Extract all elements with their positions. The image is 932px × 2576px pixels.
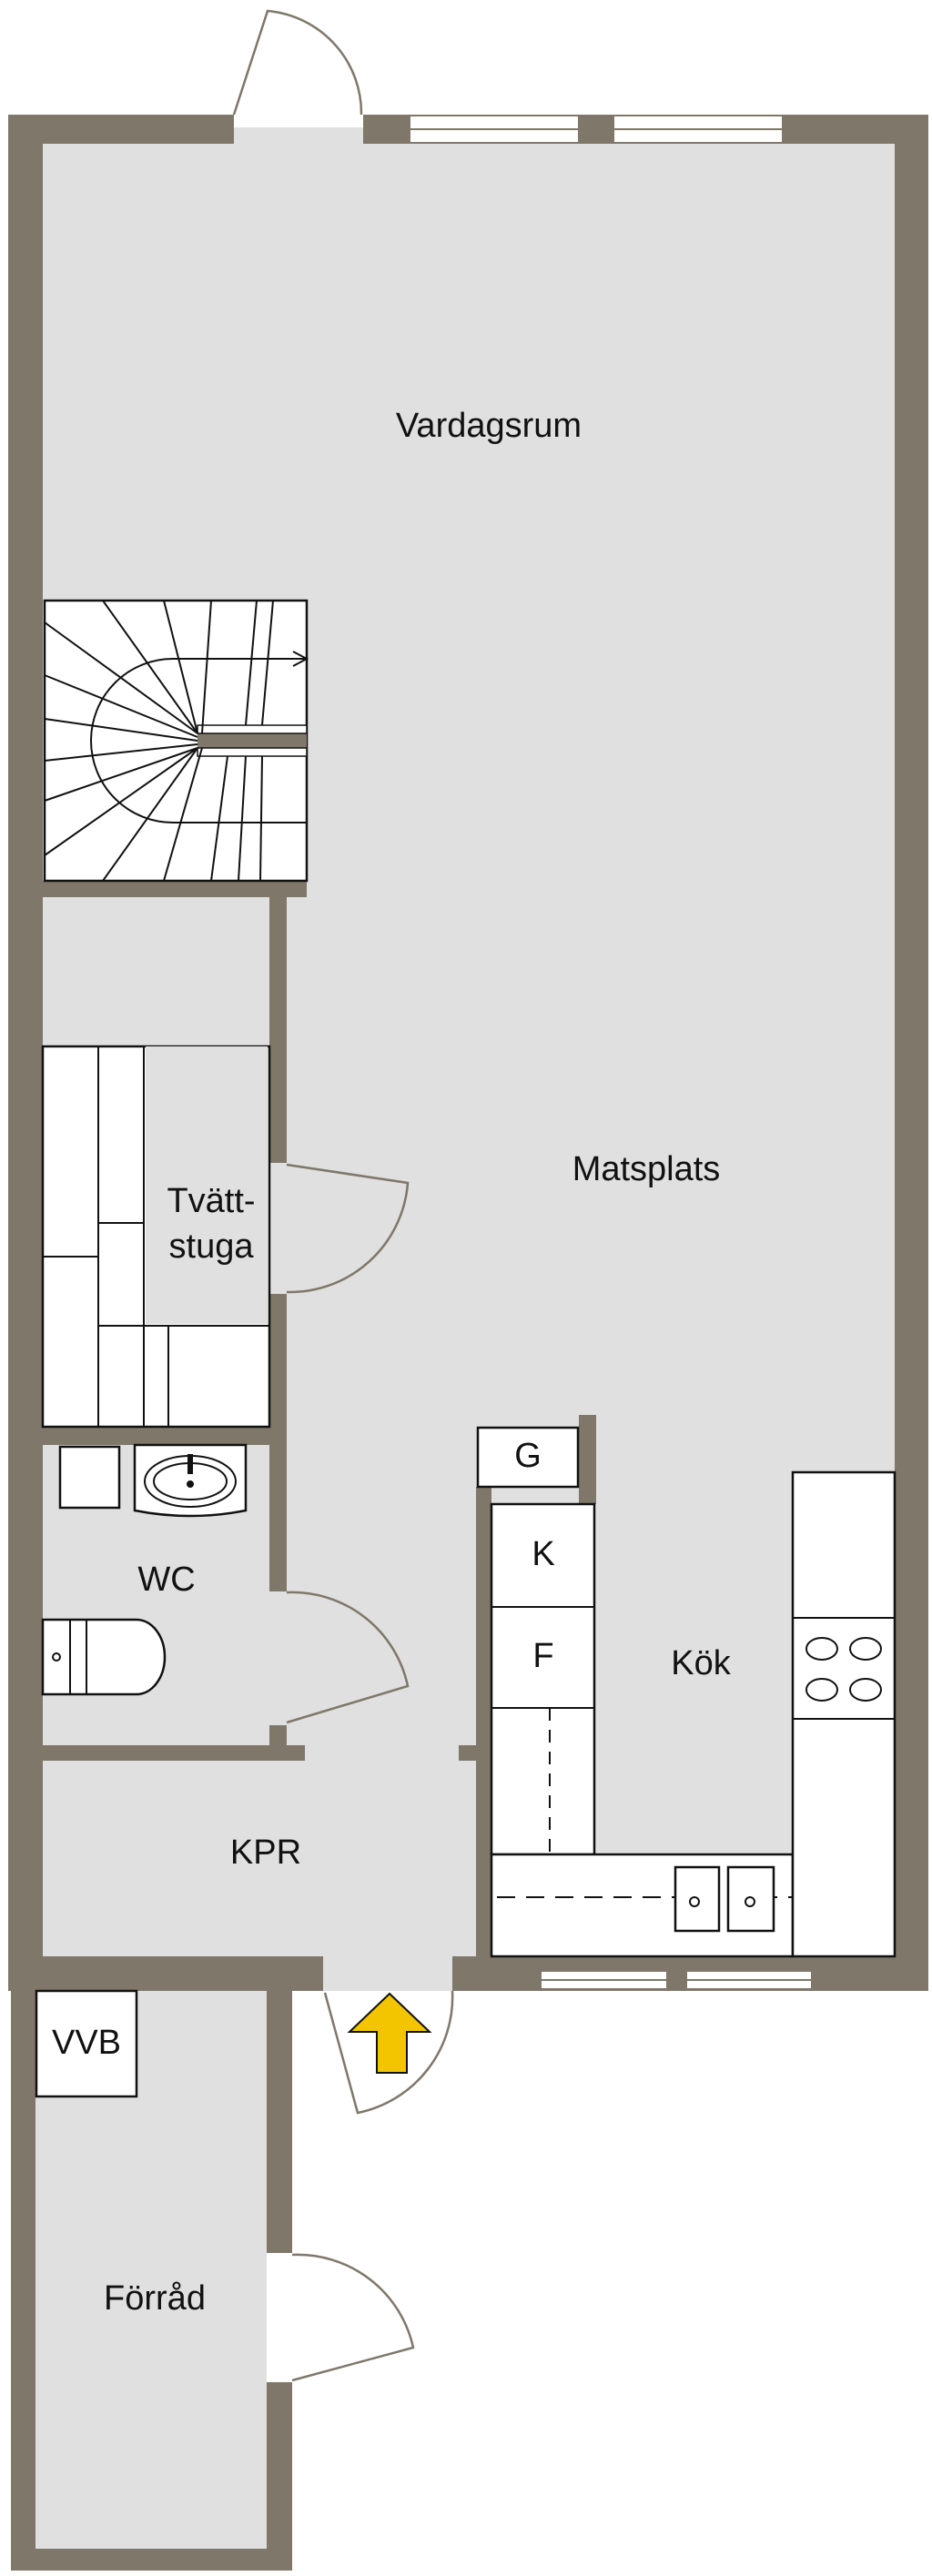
vvb-box [35, 1989, 138, 2098]
room-label-vardagsrum: Vardagsrum [396, 407, 582, 445]
fixture-label-frys: F [532, 1637, 553, 1675]
fixture-label-vvb: VVB [52, 2024, 121, 2062]
entry-floor [323, 1956, 452, 1991]
room-label-wc: WC [137, 1561, 195, 1599]
room-label-forrad: Förråd [104, 2279, 206, 2318]
entrance-arrow-icon [347, 1992, 432, 2074]
room-label-kpr: KPR [230, 1834, 301, 1872]
room-label-matsplats: Matsplats [572, 1150, 721, 1188]
fixture-label-garderob: G [514, 1437, 542, 1475]
toilet-icon [41, 1618, 167, 1696]
stove-icon [805, 1637, 882, 1702]
wc-fixtures [41, 1443, 248, 1696]
windows [409, 115, 813, 1990]
laundry-cabinets [41, 1045, 271, 1429]
room-label-tvattstuga-1: Tvätt- [167, 1182, 255, 1220]
interior-walls [43, 881, 596, 1956]
staircase [43, 599, 309, 883]
doors [232, 9, 454, 2382]
top-door-threshold [234, 127, 363, 144]
kitchen-fixtures [476, 1426, 897, 1958]
room-label-kok: Kök [671, 1644, 731, 1682]
fixture-label-kyl: K [532, 1535, 554, 1573]
room-label-tvattstuga-2: stuga [169, 1227, 255, 1266]
